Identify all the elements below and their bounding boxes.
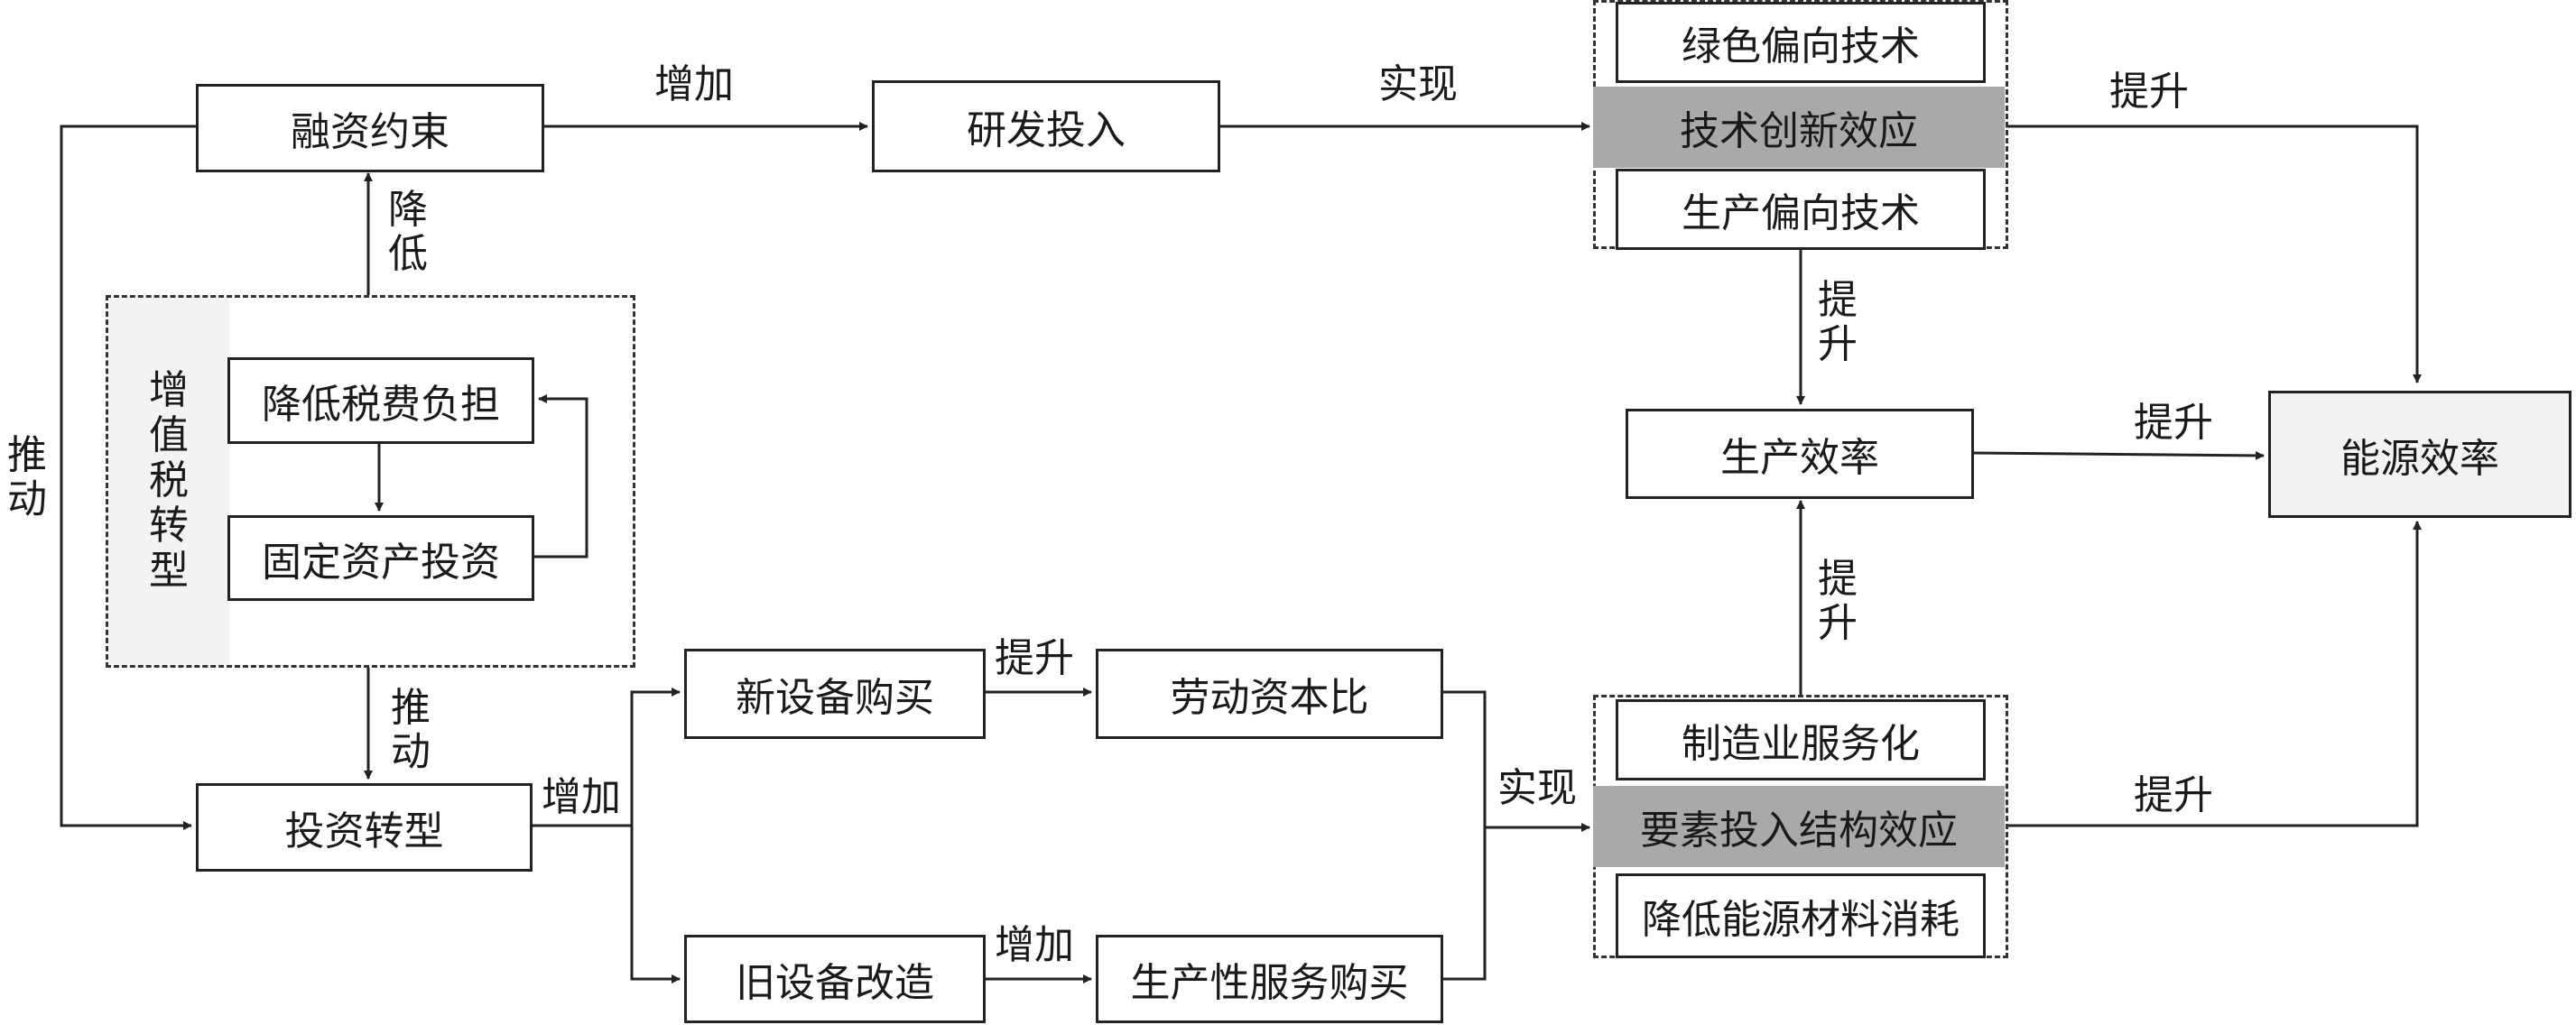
node-financing-constraint: 融资约束: [196, 84, 544, 172]
edge-label-increase-investment: 增加: [542, 774, 621, 820]
node-labor-capital-ratio: 劳动资本比: [1096, 649, 1443, 739]
edge-label-raise-factor-energy: 提升: [2134, 772, 2213, 818]
edge-label-push-left: 推动: [7, 432, 47, 523]
node-new-equipment-purchase: 新设备购买: [684, 649, 986, 739]
node-rd-investment: 研发投入: [872, 80, 1220, 172]
arrow-investment-to-old-equipment: [630, 826, 681, 983]
node-energy-efficiency: 能源效率: [2268, 391, 2571, 518]
edge-label-push-down: 推动: [391, 685, 431, 776]
node-production-tech: 生产偏向技术: [1616, 169, 1986, 250]
arrow-investment-to-new-equipment: [533, 688, 681, 827]
node-green-tech: 绿色偏向技术: [1616, 2, 1986, 83]
edge-label-realize-tech: 实现: [1378, 61, 1458, 107]
arrow-production-efficiency-to-energy: [1973, 450, 2265, 460]
node-reduce-energy-material-consumption: 降低能源材料消耗: [1616, 873, 1986, 958]
edge-label-increase-rd: 增加: [654, 61, 734, 107]
arrow-fixed-asset-loop-to-tax: [533, 394, 588, 559]
node-fixed-asset-investment: 固定资产投资: [227, 515, 534, 601]
edge-label-raise-factor-production: 提升: [1818, 556, 1858, 647]
edge-label-raise-labor-capital: 提升: [995, 635, 1074, 681]
vat-transformation-panel: 增值税转型: [108, 298, 229, 664]
node-productive-service-purchase: 生产性服务购买: [1096, 935, 1443, 1023]
arrow-financing-loop-to-investment: [60, 125, 196, 830]
edge-label-increase-service: 增加: [995, 922, 1074, 968]
node-factor-input-structure-effect: 要素投入结构效应: [1593, 786, 2005, 867]
node-reduce-tax-burden: 降低税费负担: [227, 357, 534, 444]
node-manufacturing-servitization: 制造业服务化: [1616, 699, 1986, 780]
edge-label-raise-tech-production: 提升: [1818, 277, 1858, 368]
node-investment-transformation: 投资转型: [196, 783, 533, 872]
arrow-factor-effect-to-energy: [2006, 521, 2422, 827]
node-production-efficiency: 生产效率: [1626, 409, 1974, 499]
node-tech-innovation-effect: 技术创新效应: [1593, 87, 2005, 168]
edge-label-raise-production-energy: 提升: [2134, 400, 2213, 446]
edge-label-realize-factor: 实现: [1497, 765, 1577, 811]
vat-transformation-group: [106, 295, 635, 668]
edge-label-reduce-financing: 降低: [388, 187, 428, 278]
edge-label-raise-tech-energy: 提升: [2109, 69, 2189, 115]
merge-line-labor-capital: [1443, 690, 1487, 981]
arrow-tech-innovation-to-energy: [2006, 125, 2422, 383]
vat-transformation-label: 增值税转型: [149, 366, 189, 595]
node-old-equipment-renovation: 旧设备改造: [684, 935, 986, 1023]
